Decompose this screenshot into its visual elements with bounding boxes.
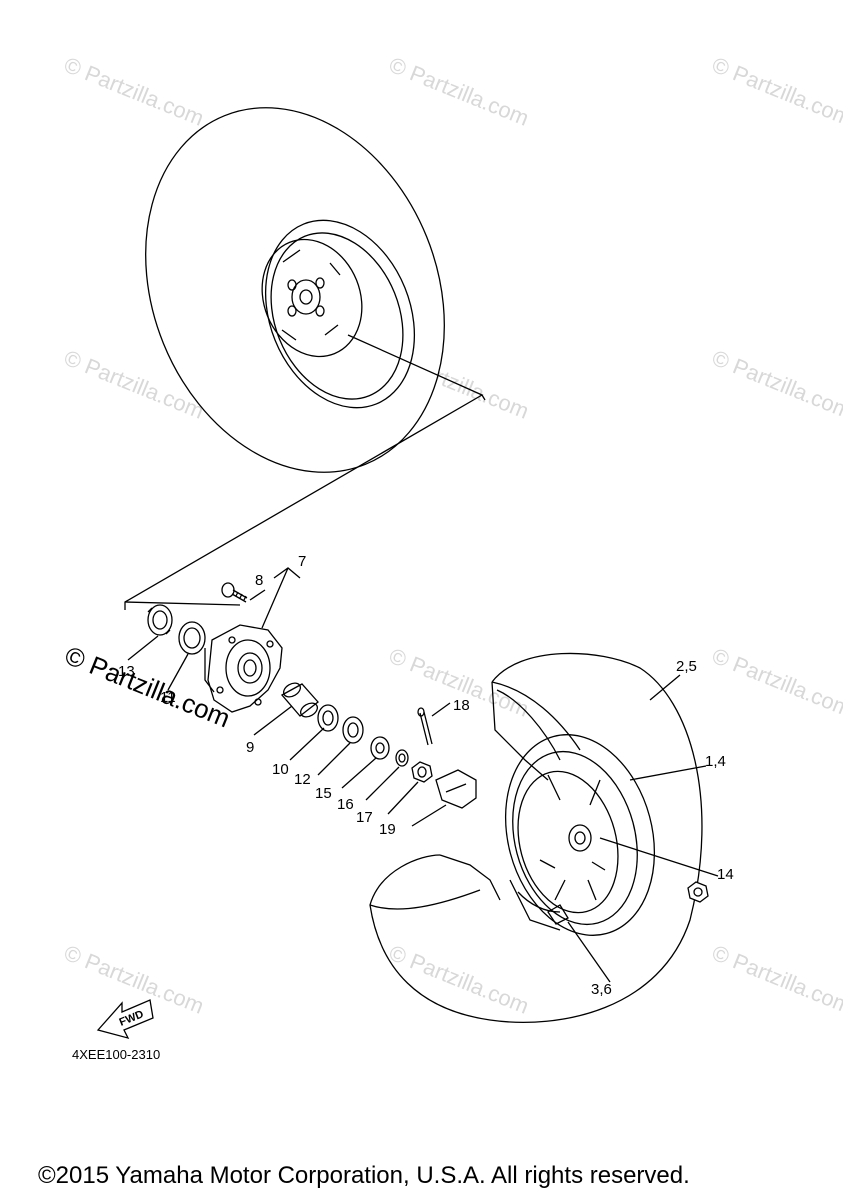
callout-12: 12 <box>294 771 311 788</box>
callout-14: 14 <box>717 866 734 883</box>
callout-11: 11 <box>160 689 176 706</box>
hub-7 <box>204 624 283 713</box>
seal-12 <box>342 716 364 744</box>
cap-19 <box>435 769 477 809</box>
callout-8: 8 <box>255 572 264 589</box>
callout-18: 18 <box>453 697 470 714</box>
nut-17 <box>411 761 433 783</box>
collar-9 <box>280 682 319 718</box>
callout-9: 9 <box>246 739 255 756</box>
callout-17: 17 <box>356 809 373 826</box>
bearing-13 <box>147 604 173 636</box>
diagram-code: 4XEE100-2310 <box>72 1047 161 1062</box>
callout-13: 13 <box>118 663 135 680</box>
lower-wheel <box>369 652 703 1023</box>
oil-seal-11 <box>178 621 206 655</box>
callout-10: 10 <box>272 761 289 778</box>
nut-14 <box>687 881 709 903</box>
callout-3-6: 3,6 <box>591 981 612 998</box>
callout-15: 15 <box>315 785 332 802</box>
callout-16: 16 <box>337 796 354 813</box>
bearing-10 <box>317 704 339 732</box>
copyright-notice: ©2015 Yamaha Motor Corporation, U.S.A. A… <box>38 1162 690 1189</box>
cotter-pin-18 <box>417 707 433 746</box>
upper-wheel <box>145 107 445 473</box>
collar-15 <box>370 736 390 760</box>
fwd-arrow-icon <box>96 999 154 1039</box>
callout-1-4: 1,4 <box>705 753 726 770</box>
callout-7: 7 <box>298 553 307 570</box>
callout-2-5: 2,5 <box>676 658 697 675</box>
callout-19: 19 <box>379 821 396 838</box>
bolt-8 <box>221 582 248 603</box>
washer-16 <box>395 749 409 767</box>
